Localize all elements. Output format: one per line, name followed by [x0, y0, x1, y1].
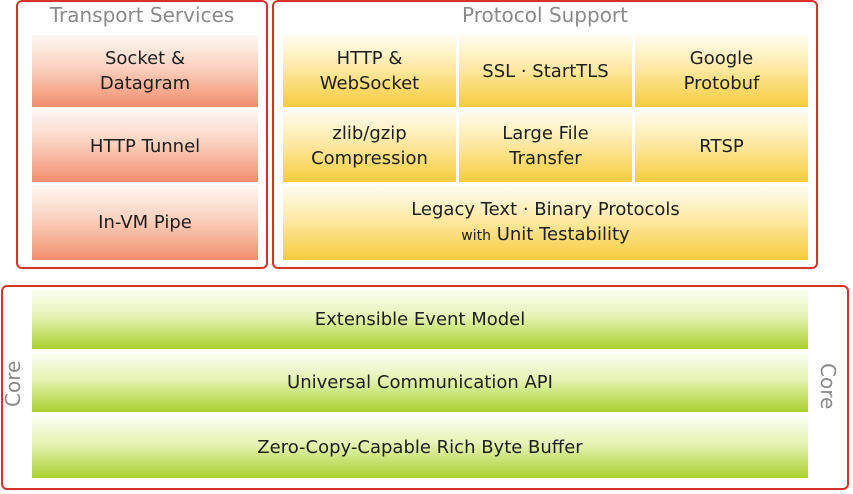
protocol-legacy-line2: with Unit Testability	[461, 222, 629, 249]
protocol-rtsp-line1: RTSP	[699, 135, 744, 157]
protocol-http-websocket-line2: WebSocket	[319, 73, 420, 94]
core-label-left: Core	[1, 360, 25, 407]
protocol-ssl-starttls: SSL · StartTLS	[459, 35, 632, 107]
protocol-ssl-starttls-line1: SSL · StartTLS	[482, 60, 609, 82]
protocol-large-file-transfer: Large File Transfer	[459, 110, 632, 182]
protocol-legacy: Legacy Text · Binary Protocols with Unit…	[283, 185, 808, 260]
transport-in-vm-pipe: In-VM Pipe	[32, 185, 258, 260]
transport-services-panel: Transport Services	[16, 0, 268, 269]
transport-socket-datagram-line1: Socket &	[104, 48, 185, 69]
protocol-large-file-transfer-line2: Transfer	[509, 148, 582, 169]
protocol-support-title: Protocol Support	[461, 3, 628, 27]
core-extensible-event-model-label: Extensible Event Model	[314, 309, 526, 330]
protocol-google-protobuf-line2: Protobuf	[683, 73, 760, 94]
protocol-legacy-line1: Legacy Text · Binary Protocols	[411, 198, 680, 220]
transport-http-tunnel: HTTP Tunnel	[32, 110, 258, 182]
protocol-zlib-gzip-line2: Compression	[311, 148, 428, 169]
transport-http-tunnel-line1: HTTP Tunnel	[89, 135, 201, 157]
transport-socket-datagram: Socket & Datagram	[32, 35, 258, 107]
protocol-legacy-prefix: with	[461, 227, 491, 244]
protocol-zlib-gzip: zlib/gzip Compression	[283, 110, 456, 182]
core-zero-copy-byte-buffer-label: Zero-Copy-Capable Rich Byte Buffer	[257, 436, 583, 458]
protocol-http-websocket: HTTP & WebSocket	[283, 35, 456, 107]
core-universal-communication-api: Universal Communication API	[32, 353, 808, 412]
core-panel	[1, 285, 849, 490]
protocol-large-file-transfer-line1: Large File	[502, 123, 589, 144]
core-extensible-event-model: Extensible Event Model	[32, 290, 808, 349]
transport-in-vm-pipe-line1: In-VM Pipe	[98, 212, 192, 233]
protocol-http-websocket-line1: HTTP &	[336, 48, 403, 69]
core-universal-communication-api-label: Universal Communication API	[287, 372, 553, 393]
core-zero-copy-byte-buffer: Zero-Copy-Capable Rich Byte Buffer	[32, 416, 808, 478]
transport-services-title: Transport Services	[49, 3, 235, 27]
core-label-right: Core	[816, 363, 840, 410]
protocol-rtsp: RTSP	[635, 110, 808, 182]
protocol-zlib-gzip-line1: zlib/gzip	[332, 123, 407, 144]
protocol-google-protobuf: Google Protobuf	[635, 35, 808, 107]
protocol-support-panel: Protocol Support	[272, 0, 818, 269]
protocol-google-protobuf-line1: Google	[689, 48, 754, 69]
transport-socket-datagram-line2: Datagram	[99, 73, 191, 94]
protocol-legacy-testability: Unit Testability	[496, 223, 630, 245]
